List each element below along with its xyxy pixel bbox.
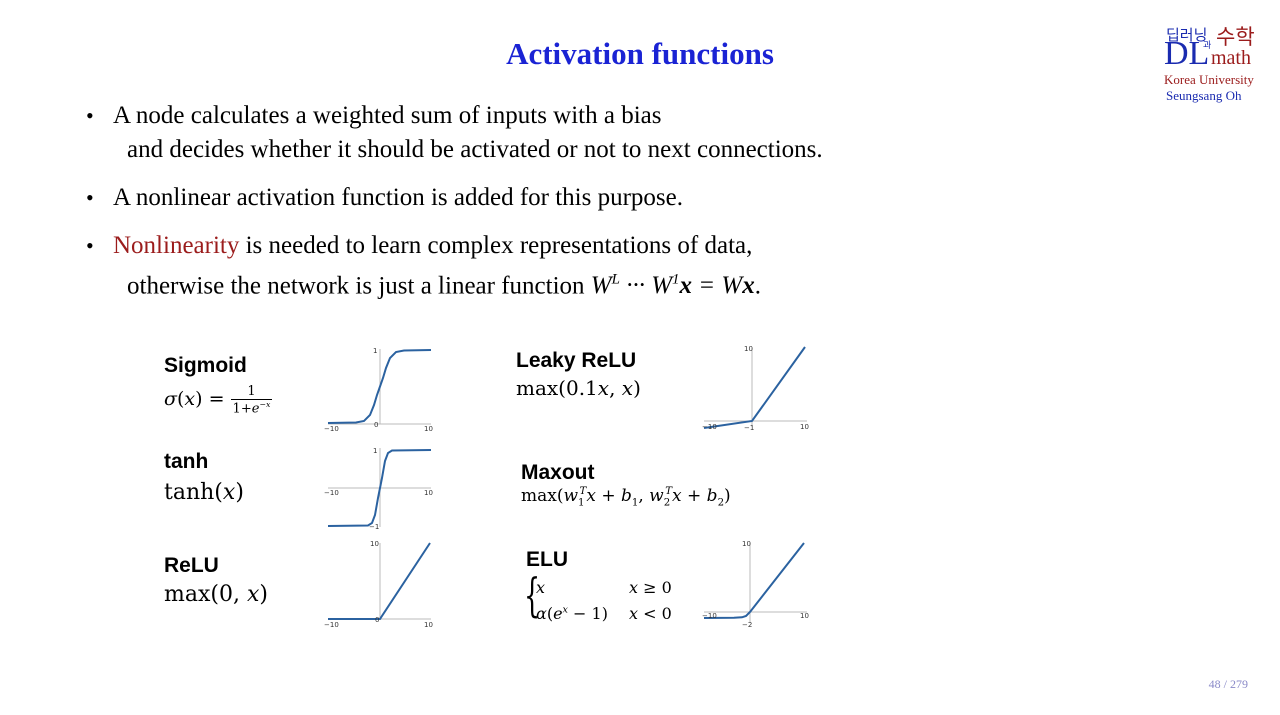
tanh-tick-x-max: 10	[424, 489, 433, 497]
elu-brace: {	[524, 568, 541, 622]
maxout-label: Maxout	[521, 461, 595, 484]
bullet-1: • A node calculates a weighted sum of in…	[86, 99, 823, 167]
bullet-2: • A nonlinear activation function is add…	[86, 181, 683, 215]
slide-title: Activation functions	[506, 36, 774, 71]
bullet-3-line-2-prefix: otherwise the network is just a linear f…	[127, 272, 591, 300]
page-separator: /	[1223, 677, 1227, 691]
logo-dl: DL	[1164, 35, 1210, 72]
tanh-curve	[327, 449, 432, 527]
elu-curve	[703, 542, 805, 619]
bullet-3: • Nonlinearity is needed to learn comple…	[86, 229, 761, 303]
leaky-relu-formula: max(0.1x, x)	[516, 376, 641, 400]
nonlinearity-highlight: Nonlinearity	[113, 232, 240, 259]
leaky-relu-tick-x-max: 10	[800, 423, 809, 431]
sigmoid-tick-x-min: −10	[324, 425, 339, 433]
bullet-3-line-1: Nonlinearity is needed to learn complex …	[86, 229, 761, 263]
page-current: 48	[1208, 677, 1221, 691]
bullet-dot: •	[86, 185, 94, 210]
page-number: 48 / 279	[1209, 677, 1248, 692]
relu-plot: −10 0 10 10	[324, 540, 433, 629]
tanh-tick-y-bottom: −1	[369, 523, 379, 531]
logo-korean-left: 딥러닝	[1166, 26, 1208, 44]
elu-label: ELU	[526, 548, 568, 571]
sigmoid-tick-x-mid: 0	[374, 421, 378, 429]
relu-tick-x-min: −10	[324, 621, 339, 629]
sigmoid-tick-x-max: 10	[424, 425, 433, 433]
bullet-1-line-2: and decides whether it should be activat…	[127, 136, 823, 163]
tanh-label: tanh	[164, 450, 209, 473]
page-total: 279	[1230, 677, 1248, 691]
logo-math: math	[1211, 47, 1251, 69]
relu-tick-x-max: 10	[424, 621, 433, 629]
relu-tick-x-mid: 0	[375, 616, 379, 624]
relu-tick-y-top: 10	[370, 540, 379, 548]
bullet-dot: •	[86, 103, 94, 128]
leaky-relu-tick-x-mid: −1	[744, 424, 754, 432]
bullet-1-line-1: A node calculates a weighted sum of inpu…	[113, 102, 662, 129]
leaky-relu-tick-y-top: 10	[744, 345, 753, 353]
bullet-3-line-2: otherwise the network is just a linear f…	[127, 272, 761, 300]
elu-tick-x-mid: −2	[742, 621, 752, 629]
leaky-relu-plot: −10 −1 10 10	[702, 345, 809, 432]
sigmoid-curve	[327, 349, 432, 424]
sigmoid-label: Sigmoid	[164, 354, 247, 377]
tanh-tick-x-min: −10	[324, 489, 339, 497]
tanh-plot: −10 10 1 −1	[324, 447, 433, 531]
elu-tick-y-top: 10	[742, 540, 751, 548]
maxout-formula: max(w1Tx + b1, w2Tx + b2)	[521, 486, 731, 509]
logo-university: Korea University	[1164, 72, 1254, 87]
bullet-3-line-1-rest: is needed to learn complex representatio…	[239, 232, 753, 259]
relu-formula: max(0, x)	[164, 582, 268, 607]
tanh-formula: tanh(x)	[164, 480, 244, 505]
leaky-relu-tick-x-min: −10	[702, 423, 717, 431]
linear-function-formula: WL ··· W1x = Wx	[590, 272, 755, 300]
elu-tick-x-max: 10	[800, 612, 809, 620]
tanh-tick-y-top: 1	[373, 447, 377, 455]
sigmoid-tick-y-top: 1	[373, 347, 377, 355]
logo-korean-right: 수학	[1216, 25, 1255, 49]
bullet-2-line-1: A nonlinear activation function is added…	[113, 184, 684, 211]
bullet-dot: •	[86, 233, 94, 258]
elu-plot: −10 −2 10 10	[702, 540, 809, 629]
elu-tick-x-min: −10	[702, 612, 717, 620]
sigmoid-plot: −10 0 10 1	[324, 347, 433, 433]
leaky-relu-label: Leaky ReLU	[516, 349, 637, 372]
dlmath-logo: 딥러닝 과 수학 DL math Korea University Seungs…	[1160, 20, 1270, 110]
logo-korean-mid: 과	[1203, 41, 1212, 51]
relu-label: ReLU	[164, 554, 219, 577]
logo-author: Seungsang Oh	[1166, 88, 1242, 103]
elu-formula: { x x ≥ 0 α(ex − 1) x < 0	[524, 568, 672, 623]
leaky-relu-curve	[703, 346, 806, 429]
relu-curve	[328, 542, 431, 620]
